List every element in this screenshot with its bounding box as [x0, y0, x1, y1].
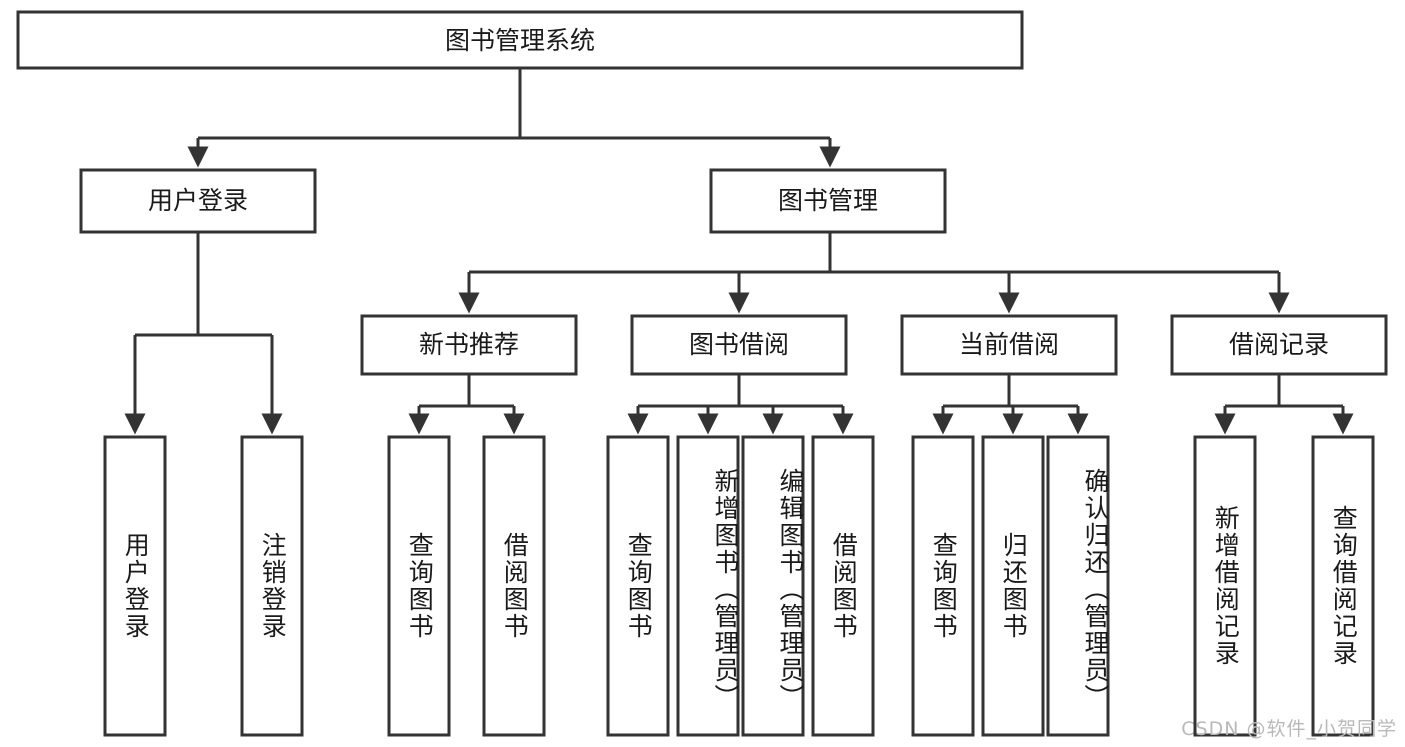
leaf-current-borrow-1[interactable]	[981, 435, 1045, 737]
leaf-book-borrow-0[interactable]	[606, 435, 670, 737]
leaf-book-borrow-1[interactable]	[676, 435, 740, 737]
leaf-new-book-0[interactable]	[387, 435, 451, 737]
leaf-book-borrow-2[interactable]	[741, 435, 805, 737]
watermark-text: CSDN @软件_小贺同学	[1181, 718, 1397, 740]
leaf-current-borrow-0[interactable]	[911, 435, 975, 737]
node-root[interactable]: 图书管理系统	[16, 10, 1024, 70]
connector-bookborrow-to-leaves	[627, 374, 854, 435]
node-book-borrow-label: 图书借阅	[689, 330, 789, 359]
connector-root-to-level2	[187, 68, 841, 168]
leaf-current-borrow-2[interactable]	[1046, 435, 1110, 737]
leaf-user-login-0[interactable]	[103, 435, 167, 737]
node-root-label: 图书管理系统	[445, 26, 595, 55]
leaf-borrow-record-0[interactable]	[1193, 435, 1257, 737]
leaf-user-login-1[interactable]	[240, 435, 304, 737]
node-borrow-record-label: 借阅记录	[1229, 330, 1329, 359]
node-current-borrow-label: 当前借阅	[959, 330, 1059, 359]
leaf-book-borrow-3[interactable]	[811, 435, 875, 737]
node-new-book-recommend[interactable]: 新书推荐	[360, 314, 578, 376]
node-current-borrow[interactable]: 当前借阅	[900, 314, 1118, 376]
connector-newbook-to-leaves	[408, 374, 525, 435]
node-book-management-label: 图书管理	[778, 186, 878, 215]
node-user-login[interactable]: 用户登录	[79, 168, 317, 234]
node-user-login-label: 用户登录	[148, 186, 248, 215]
leaf-new-book-1[interactable]	[482, 435, 546, 737]
connector-borrowrecord-to-leaves	[1214, 374, 1354, 435]
node-new-book-recommend-label: 新书推荐	[419, 330, 519, 359]
leaf-borrow-record-1[interactable]	[1311, 435, 1375, 737]
connector-bookmgmt-to-level3	[458, 232, 1290, 314]
node-book-management[interactable]: 图书管理	[709, 168, 947, 234]
connector-currentborrow-to-leaves	[932, 374, 1089, 435]
node-book-borrow[interactable]: 图书借阅	[630, 314, 848, 376]
node-borrow-record[interactable]: 借阅记录	[1170, 314, 1388, 376]
connector-userlogin-to-leaves	[124, 232, 283, 435]
